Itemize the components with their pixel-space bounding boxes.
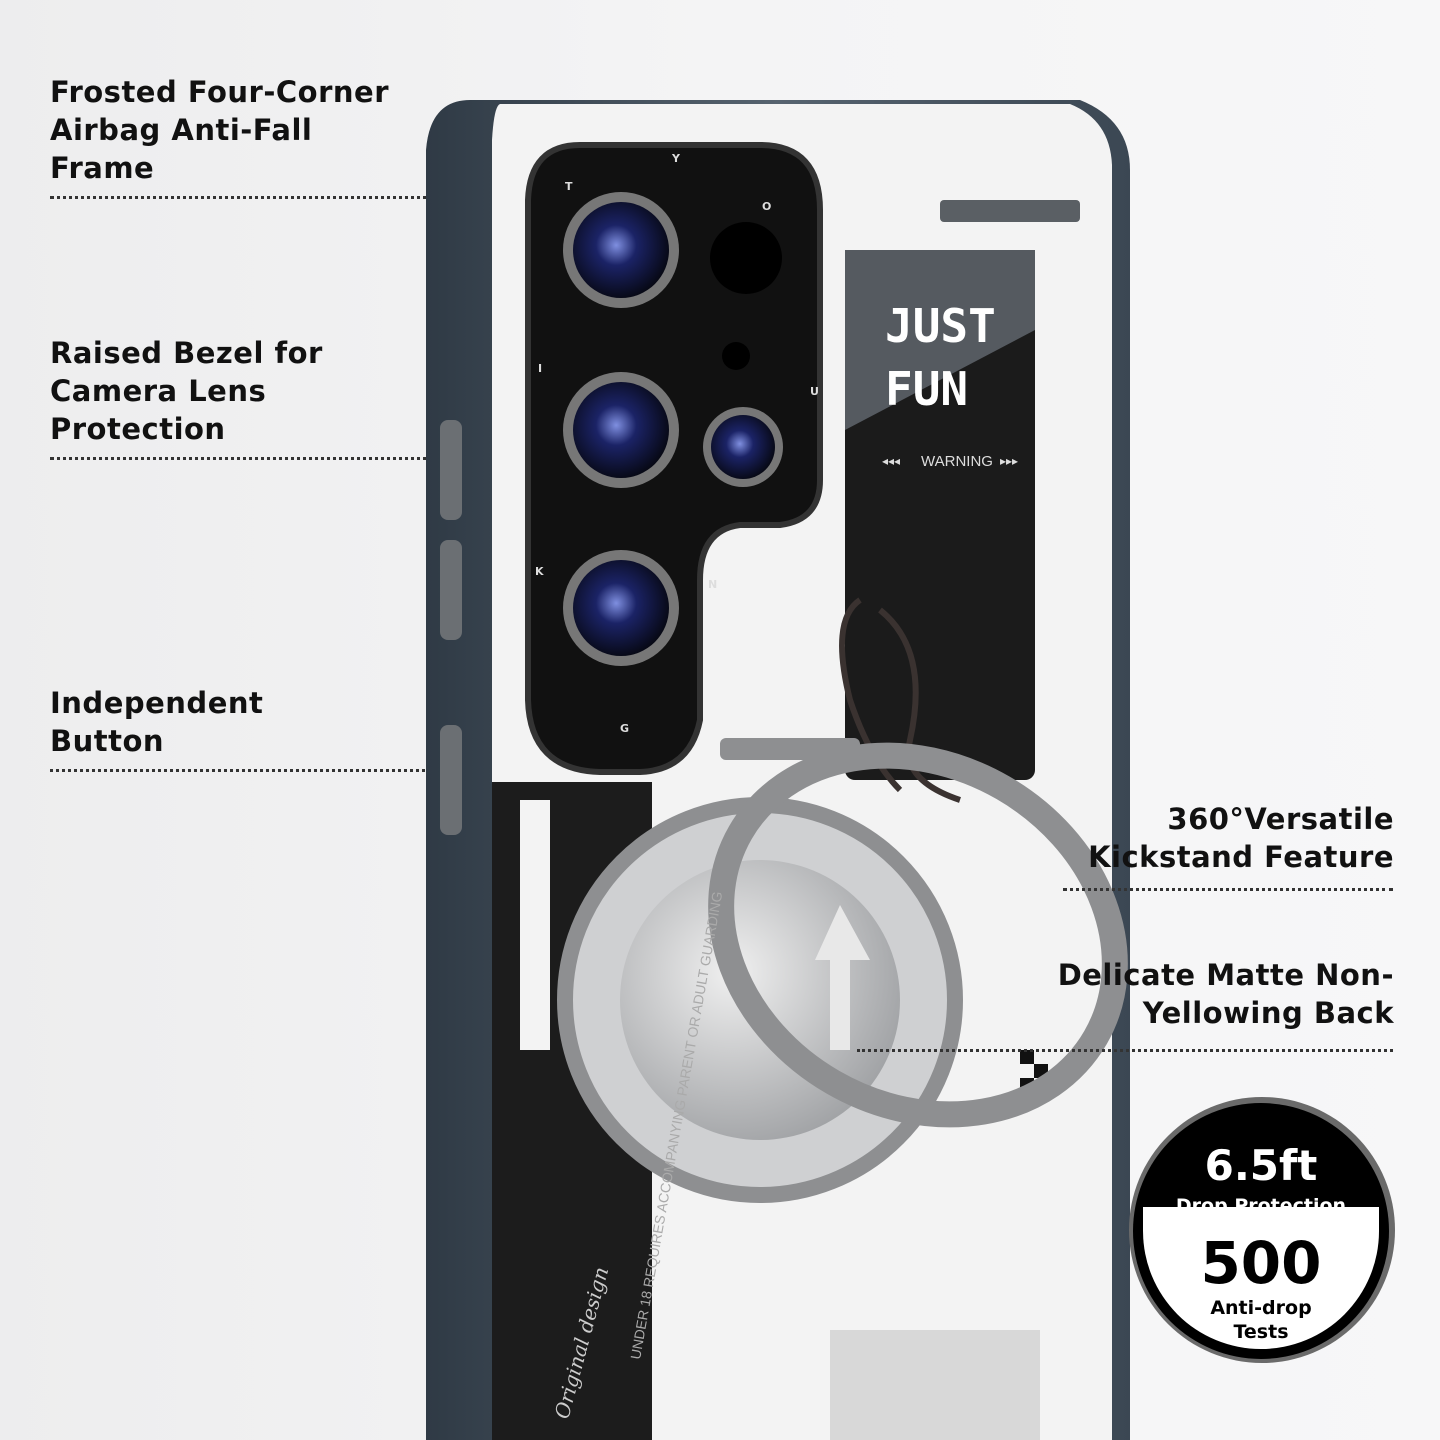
callout-line: Independent <box>50 686 264 720</box>
callout-line: Airbag Anti-Fall <box>50 113 313 147</box>
callout-line: 360°Versatile <box>1167 802 1394 836</box>
callout-line: Kickstand Feature <box>1088 840 1394 874</box>
callout-line: Raised Bezel for <box>50 336 323 370</box>
bezel-letter: Y <box>671 152 681 165</box>
kickstand-ring <box>708 742 1128 1128</box>
callout-line: Protection <box>50 412 226 446</box>
camera-lens <box>573 202 669 298</box>
side-button <box>440 725 462 835</box>
flash <box>710 222 782 294</box>
svg-text:◂◂◂: ◂◂◂ <box>882 454 900 468</box>
bezel-letter: N <box>708 578 717 591</box>
callout-line: Camera Lens <box>50 374 267 408</box>
camera-lens <box>573 560 669 656</box>
bezel-letter: G <box>620 722 629 735</box>
badge-test-count: 500 <box>1200 1229 1322 1297</box>
camera-lens <box>711 415 775 479</box>
badge-drop-height: 6.5ft <box>1204 1141 1318 1190</box>
callout-line: Yellowing Back <box>1142 996 1394 1030</box>
dotted-leader <box>50 457 542 460</box>
callout-airbag-frame: Frosted Four-Corner Airbag Anti-Fall Fra… <box>50 73 389 187</box>
callout-line: Frosted Four-Corner <box>50 75 389 109</box>
callout-line: Frame <box>50 151 155 185</box>
case-print-warning: WARNING <box>921 453 993 470</box>
bezel-letter: K <box>535 565 544 578</box>
badge-test-label-line: Anti-drop <box>1210 1297 1312 1319</box>
callout-line: Button <box>50 724 165 758</box>
callout-kickstand: 360°Versatile Kickstand Feature <box>1088 800 1394 876</box>
svg-text:▸▸▸: ▸▸▸ <box>1000 454 1018 468</box>
camera-lens <box>573 382 669 478</box>
case-print-fun: FUN <box>885 362 968 416</box>
dotted-leader <box>50 769 455 772</box>
drop-protection-badge: 6.5ft Drop Protection 500 Anti-drop Test… <box>1133 1103 1389 1359</box>
side-button <box>440 540 462 640</box>
badge-drop-label: Drop Protection <box>1175 1195 1347 1217</box>
dotted-leader <box>857 1049 1393 1052</box>
badge-test-label-line: Tests <box>1233 1321 1289 1343</box>
callout-matte-back: Delicate Matte Non- Yellowing Back <box>1058 956 1394 1032</box>
case-print-just: JUST <box>885 299 996 353</box>
callout-independent-button: Independent Button <box>50 684 263 760</box>
badge-test-label: Anti-drop Tests <box>1133 1296 1389 1344</box>
callout-raised-bezel: Raised Bezel for Camera Lens Protection <box>50 334 323 448</box>
callout-line: Delicate Matte Non- <box>1057 958 1394 992</box>
bezel-letter: T <box>565 180 573 193</box>
dotted-leader <box>1063 888 1393 891</box>
bezel-letter: U <box>810 385 819 398</box>
dotted-leader <box>50 196 458 199</box>
side-button <box>440 420 462 520</box>
bezel-letter: O <box>762 200 771 213</box>
bezel-letter: I <box>538 362 542 375</box>
